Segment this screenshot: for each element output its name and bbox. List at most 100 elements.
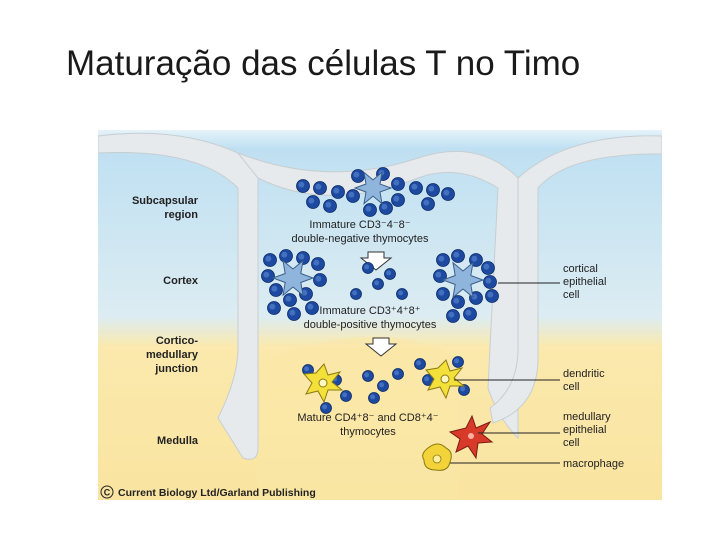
thymocyte-dp-right-0-nucleus xyxy=(438,255,445,262)
label-mature-2: thymocytes xyxy=(340,426,396,438)
copyright-symbol-c: C xyxy=(104,488,111,498)
thymocyte-dn-3-nucleus xyxy=(325,201,332,208)
label-junction-3: junction xyxy=(154,363,198,375)
label-cortex: Cortex xyxy=(163,275,199,287)
thymocyte-dp-left-0 xyxy=(263,253,277,267)
thymocyte-dp-right-5-nucleus xyxy=(485,277,492,284)
thymocyte-dn-10-nucleus xyxy=(381,203,388,210)
arrow-dn-to-dp xyxy=(359,251,393,271)
thymocyte-dp-right-3-nucleus xyxy=(483,263,490,270)
region-labels: Subcapsular region Cortex Cortico- medul… xyxy=(132,195,199,447)
credit-text: Current Biology Ltd/Garland Publishing xyxy=(118,487,316,499)
thymocyte-dn-1 xyxy=(313,181,327,195)
thymocyte-dp-right-4-nucleus xyxy=(435,271,442,278)
thymus-diagram-svg: Subcapsular region Cortex Cortico- medul… xyxy=(97,118,663,500)
thymocyte-dn-8-nucleus xyxy=(393,195,400,202)
cortical-epithelial-cell-left xyxy=(271,259,315,297)
thymocyte-dp-left-9 xyxy=(267,301,281,315)
thymocyte-mature-9 xyxy=(422,374,434,386)
thymocyte-mature-11-nucleus xyxy=(460,386,466,392)
thymocyte-dn-15-nucleus xyxy=(348,191,355,198)
thymocyte-dp-right-10-nucleus xyxy=(465,309,472,316)
label-junction-2: medullary xyxy=(146,349,199,361)
thymocyte-mature-2 xyxy=(320,402,332,414)
thymocyte-dp-free-0-nucleus xyxy=(364,264,370,270)
thymocyte-dn-12-nucleus xyxy=(428,185,435,192)
capsule-top xyxy=(98,118,662,130)
leader-lines xyxy=(450,282,560,464)
medullary-epithelial-nucleus xyxy=(468,433,474,439)
dendritic-nucleus-right xyxy=(440,374,450,384)
thymocyte-dp-free-1-nucleus xyxy=(386,270,392,276)
thymocyte-dp-right-7 xyxy=(451,295,465,309)
thymocyte-dn-9-nucleus xyxy=(365,205,372,212)
label-medullary-3: cell xyxy=(563,437,580,449)
thymocyte-dp-left-11 xyxy=(305,301,319,315)
label-dendritic-1: dendritic xyxy=(563,368,605,380)
thymocyte-mature-10 xyxy=(452,356,464,368)
thymocyte-dp-left-1-nucleus xyxy=(281,251,288,258)
maturation-arrows xyxy=(359,251,398,357)
thymocyte-mature-10-nucleus xyxy=(454,358,460,364)
thymocyte-mature-9-nucleus xyxy=(424,376,430,382)
thymocyte-dp-left-2 xyxy=(296,251,310,265)
thymocyte-dp-left-6-nucleus xyxy=(285,295,292,302)
thymocyte-dp-right-11 xyxy=(446,309,460,323)
thymocyte-dp-left-8 xyxy=(313,273,327,287)
thymocyte-mature-2-nucleus xyxy=(322,404,328,410)
cortical-epithelial-cell-right xyxy=(441,261,485,299)
cortical-epithelial-cell-top xyxy=(353,171,393,205)
thymocyte-dp-free-4-nucleus xyxy=(352,290,358,296)
thymocyte-mature-5-nucleus xyxy=(379,382,385,388)
slide-title: Maturação das células T no Timo xyxy=(66,44,581,83)
thymocyte-dn-7 xyxy=(391,177,405,191)
thymocyte-dn-3 xyxy=(323,199,337,213)
thymocyte-dn-0 xyxy=(296,179,310,193)
thymocyte-dp-right-10 xyxy=(463,307,477,321)
thymocyte-dn-4-nucleus xyxy=(308,197,315,204)
medullary-epithelial-cell xyxy=(448,414,494,460)
thymocyte-dp-left-8-nucleus xyxy=(315,275,322,282)
thymocyte-dp-left-10 xyxy=(287,307,301,321)
dendritic-nucleus-left xyxy=(318,378,328,388)
thymocyte-dn-2 xyxy=(331,185,345,199)
label-medullary-2: epithelial xyxy=(563,424,606,436)
thymocyte-dp-right-1 xyxy=(451,249,465,263)
label-immature-dn-2: double-negative thymocytes xyxy=(292,233,429,245)
copyright-circle xyxy=(100,485,114,499)
thymocyte-dp-right-9-nucleus xyxy=(487,291,494,298)
thymocyte-dp-right-9 xyxy=(485,289,499,303)
thymocyte-mature-3-nucleus xyxy=(342,392,348,398)
thymocyte-dp-right-11-nucleus xyxy=(448,311,455,318)
thymocyte-dp-left-9-nucleus xyxy=(269,303,276,310)
thymocyte-dn-2-nucleus xyxy=(333,187,340,194)
thymocyte-mature-11 xyxy=(458,384,470,396)
label-medulla: Medulla xyxy=(157,435,199,447)
thymocyte-dp-right-4 xyxy=(433,269,447,283)
thymocyte-dn-10 xyxy=(379,201,393,215)
label-dendritic-2: cell xyxy=(563,381,580,393)
label-cortical-1: cortical xyxy=(563,263,598,275)
thymus-diagram: Subcapsular region Cortex Cortico- medul… xyxy=(97,118,663,500)
thymocyte-dp-left-5 xyxy=(269,283,283,297)
thymocyte-dp-left-4-nucleus xyxy=(263,271,270,278)
thymocyte-dp-right-2-nucleus xyxy=(471,255,478,262)
thymocyte-dn-13 xyxy=(441,187,455,201)
thymocyte-mature-5 xyxy=(377,380,389,392)
thymocyte-dn-5-nucleus xyxy=(353,171,360,178)
thymocyte-dp-left-10-nucleus xyxy=(289,309,296,316)
label-subcapsular-2: region xyxy=(164,209,198,221)
thymocyte-dn-5 xyxy=(351,169,365,183)
thymocyte-dp-free-3 xyxy=(396,288,408,300)
thymocyte-dn-8 xyxy=(391,193,405,207)
thymocyte-mature-3 xyxy=(340,390,352,402)
thymocyte-dp-left-5-nucleus xyxy=(271,285,278,292)
thymocyte-dn-9 xyxy=(363,203,377,217)
thymocyte-dn-14 xyxy=(421,197,435,211)
label-immature-dp-2: double-positive thymocytes xyxy=(304,319,437,331)
thymocyte-dp-right-6 xyxy=(436,287,450,301)
thymocyte-mature-0 xyxy=(302,364,314,376)
thymocyte-mature-8 xyxy=(414,358,426,370)
thymocyte-dp-left-6 xyxy=(283,293,297,307)
thymocyte-dn-11 xyxy=(409,181,423,195)
